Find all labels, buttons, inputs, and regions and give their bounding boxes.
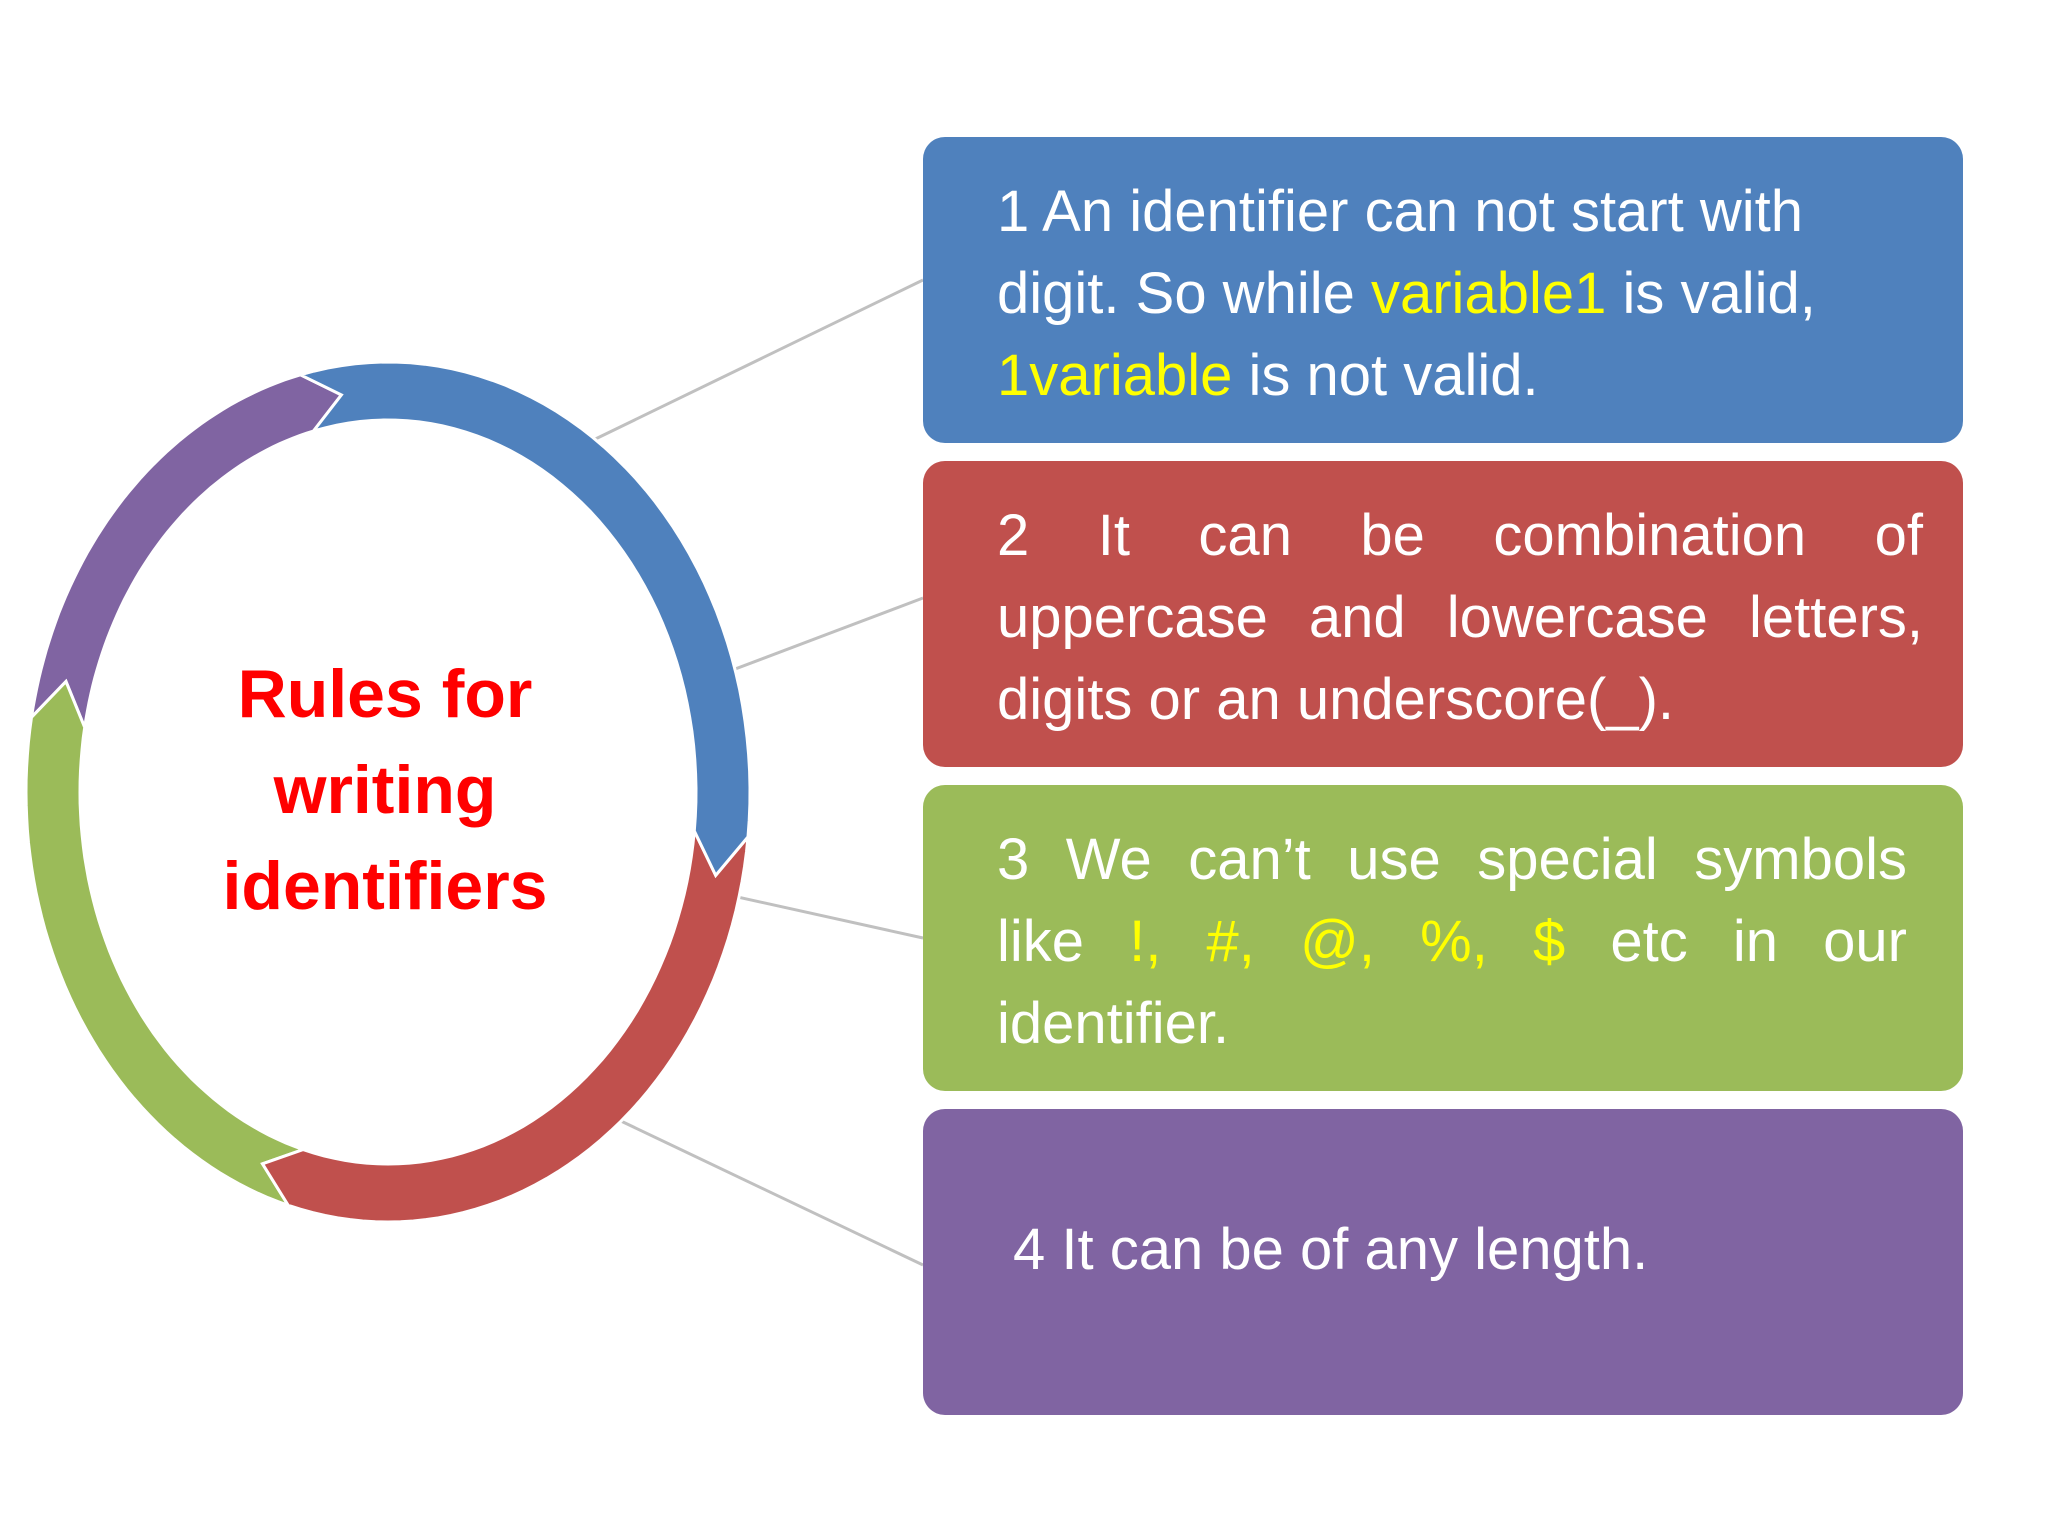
cycle-ring xyxy=(24,360,752,1224)
rule-box-1: 1 An identifier can not start with digit… xyxy=(923,137,1963,443)
rule-box-4: 4 It can be of any length. xyxy=(923,1109,1963,1415)
rule-1-example-invalid: 1variable xyxy=(997,343,1233,408)
rule-1-text: is valid, xyxy=(1606,261,1816,326)
rule-2-text: 2 It can be combination of uppercase and… xyxy=(997,503,1923,732)
connector-line-3 xyxy=(705,888,924,940)
title-line-2: writing xyxy=(273,752,497,828)
rule-3-text: 3 We can’t use special symbols like xyxy=(997,827,1907,974)
rule-box-2: 2 It can be combination of uppercase and… xyxy=(923,461,1963,767)
ring-segment-blue xyxy=(296,360,752,879)
rule-3-text: etc in our identifier. xyxy=(997,909,1907,1056)
rule-box-3: 3 We can’t use special symbols like !, #… xyxy=(923,785,1963,1091)
rule-1-line-1: 1 An identifier can not start with xyxy=(997,179,1803,244)
diagram-title: Rules for writing identifiers xyxy=(150,640,620,940)
title-line-3: identifiers xyxy=(222,848,548,924)
ring-segment-green xyxy=(24,678,308,1209)
rule-1-line-2: digit. So while variable1 is valid, xyxy=(997,253,1893,335)
rule-3-symbols: !, #, @, %, $ xyxy=(1129,909,1566,974)
title-line-1: Rules for xyxy=(237,656,533,732)
connector-line-2 xyxy=(705,596,924,682)
rule-4-text: 4 It can be of any length. xyxy=(1013,1217,1649,1282)
rule-1-text: is not valid. xyxy=(1232,343,1539,408)
connector-line-1 xyxy=(582,278,924,447)
ring-segment-red xyxy=(260,825,750,1224)
rule-1-line-3: 1variable is not valid. xyxy=(997,335,1893,417)
rule-1-example-valid: variable1 xyxy=(1370,261,1607,326)
rule-1-text: digit. So while xyxy=(997,261,1371,326)
connector-line-4 xyxy=(601,1110,924,1267)
